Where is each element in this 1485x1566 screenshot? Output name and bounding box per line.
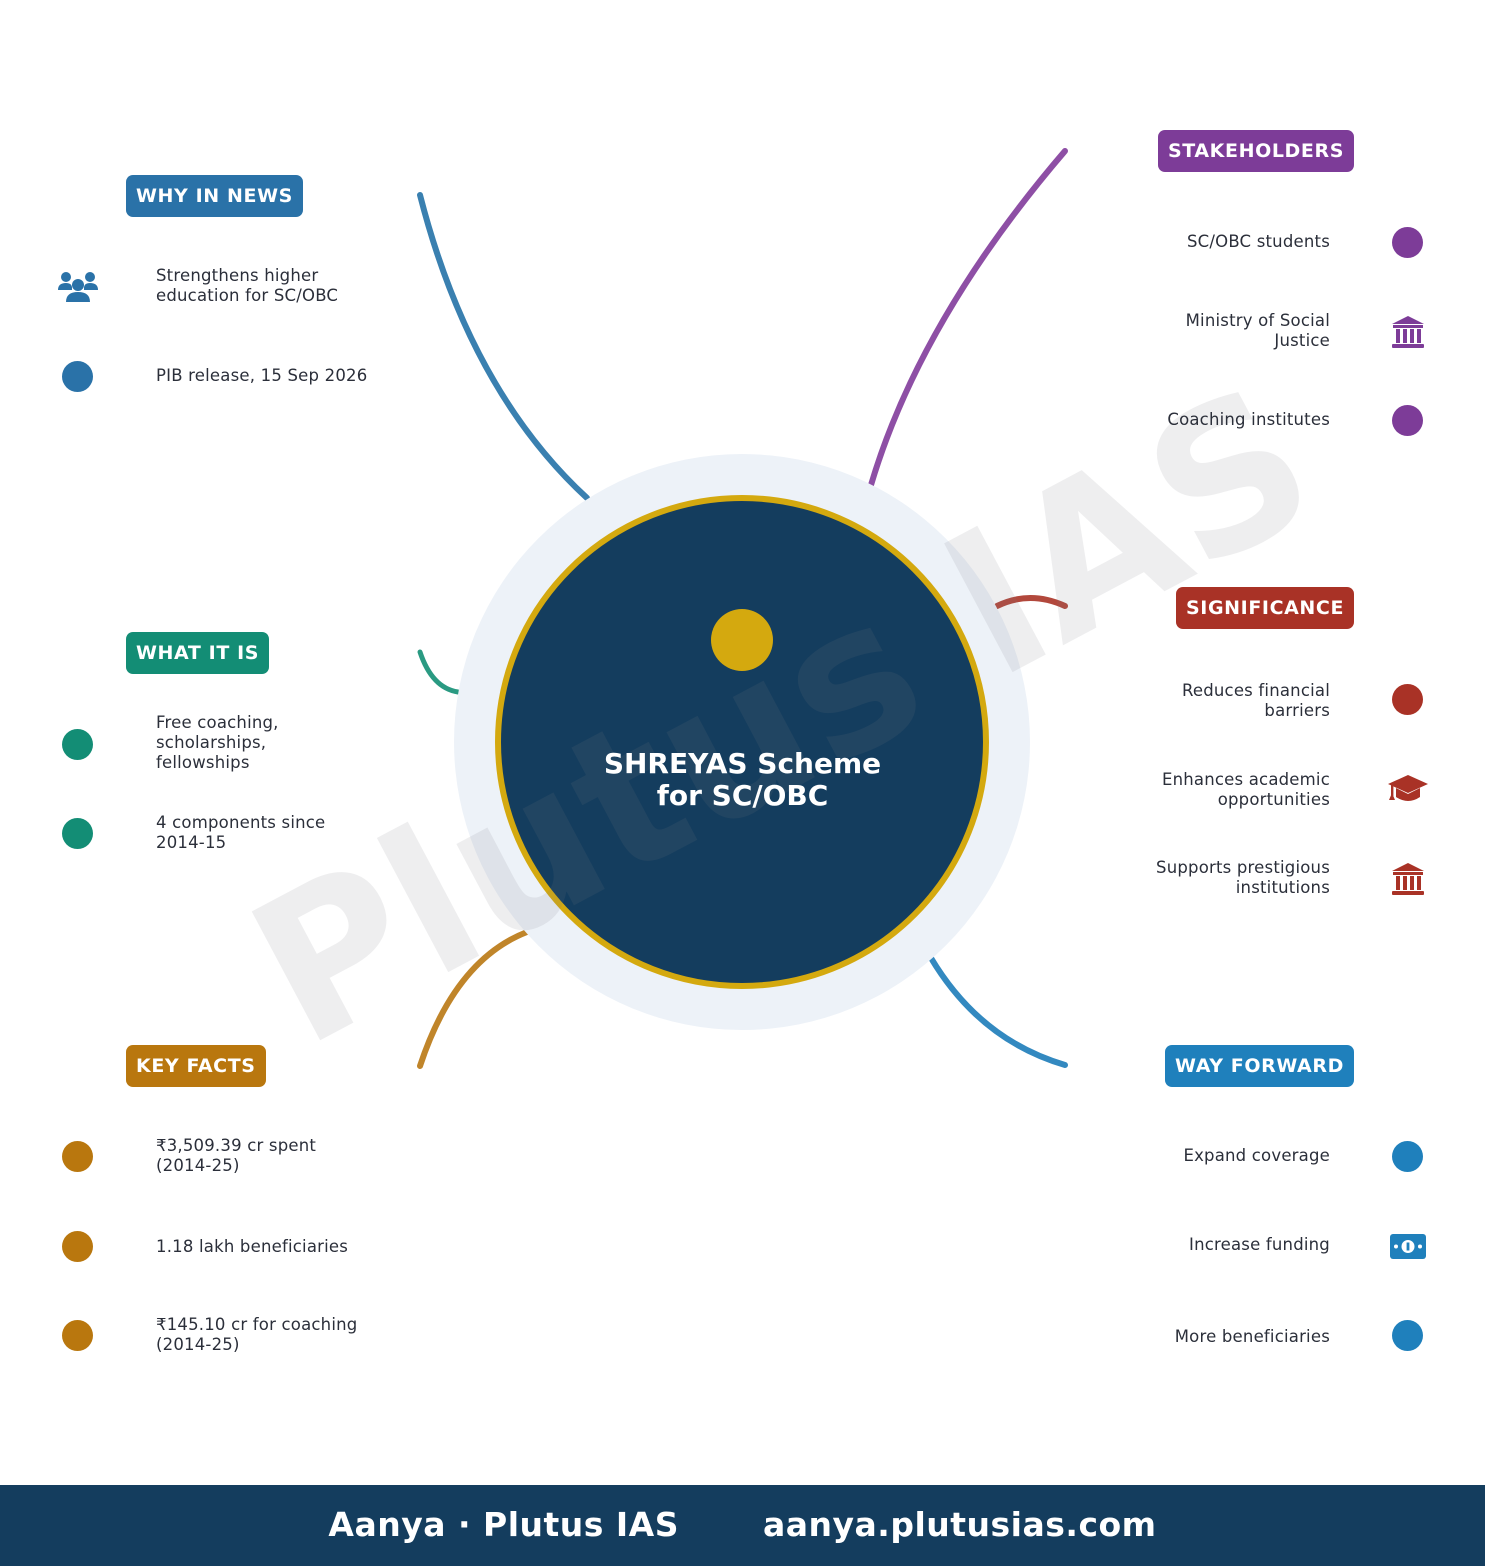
connector-key-facts — [417, 929, 530, 1069]
footer-author: Aanya · Plutus IAS — [328, 1505, 679, 1544]
why-item-1: Strengthens higher education for SC/OBC — [156, 266, 339, 305]
hub-circle — [495, 495, 989, 989]
facts-item-2: 1.18 lakh beneficiaries — [156, 1237, 349, 1256]
center-title-line2: for SC/OBC — [656, 779, 829, 812]
center-title: SHREYAS Scheme for SC/OBC — [560, 748, 925, 812]
facts-item-1-dot — [62, 1141, 93, 1172]
tag-way-forward: WAY FORWARD — [1165, 1045, 1354, 1087]
hub-gold-dot — [711, 609, 773, 671]
connector-why-in-news — [417, 192, 590, 501]
tag-key-facts: KEY FACTS — [126, 1045, 266, 1087]
graduation-cap-icon — [1387, 773, 1429, 809]
institution-icon — [1391, 862, 1425, 900]
way-item-1-dot — [1392, 1141, 1423, 1172]
facts-item-1: ₹3,509.39 cr spent (2014-25) — [156, 1136, 317, 1175]
sig-item-1-dot — [1392, 684, 1423, 715]
way-item-1: Expand coverage — [1183, 1146, 1330, 1165]
tag-what-it-is: WHAT IT IS — [126, 632, 270, 674]
connector-significance — [994, 595, 1068, 609]
facts-item-2-dot — [62, 1231, 93, 1262]
tag-why-in-news: WHY IN NEWS — [126, 175, 303, 217]
why-item-2: PIB release, 15 Sep 2026 — [156, 366, 368, 385]
facts-item-3-dot — [62, 1320, 93, 1351]
tag-stakeholders: STAKEHOLDERS — [1158, 130, 1355, 172]
mindmap-canvas — [417, 148, 1068, 1069]
what-item-1: Free coaching, scholarships, fellowships — [156, 713, 279, 772]
facts-item-3: ₹145.10 cr for coaching (2014-25) — [156, 1315, 358, 1354]
way-item-2: Increase funding — [1189, 1235, 1330, 1254]
what-item-2-dot — [62, 818, 93, 849]
sig-item-2: Enhances academic opportunities — [1161, 770, 1330, 809]
way-item-3: More beneficiaries — [1174, 1327, 1330, 1346]
sig-item-1: Reduces financial barriers — [1181, 681, 1330, 720]
stake-item-1-dot — [1392, 227, 1423, 258]
why-item-2-dot — [62, 361, 93, 392]
users-icon — [57, 270, 99, 308]
connector-what-it-is — [417, 649, 461, 695]
stake-item-2: Ministry of Social Justice — [1185, 311, 1330, 350]
connector-stakeholders — [868, 148, 1068, 488]
what-item-2: 4 components since 2014-15 — [156, 813, 326, 852]
institution-icon — [1391, 315, 1425, 353]
money-icon — [1390, 1234, 1426, 1263]
what-item-1-dot — [62, 729, 93, 760]
connector-way-forward — [928, 955, 1068, 1068]
way-item-3-dot — [1392, 1320, 1423, 1351]
stake-item-3-dot — [1392, 405, 1423, 436]
stake-item-3: Coaching institutes — [1167, 410, 1330, 429]
sig-item-3: Supports prestigious institutions — [1156, 858, 1330, 897]
footer-url[interactable]: aanya.plutusias.com — [763, 1505, 1157, 1544]
stake-item-1: SC/OBC students — [1186, 232, 1330, 251]
center-title-line1: SHREYAS Scheme — [603, 747, 882, 780]
footer-bar: Aanya · Plutus IAS aanya.plutusias.com — [0, 1485, 1485, 1566]
tag-significance: SIGNIFICANCE — [1176, 587, 1355, 629]
